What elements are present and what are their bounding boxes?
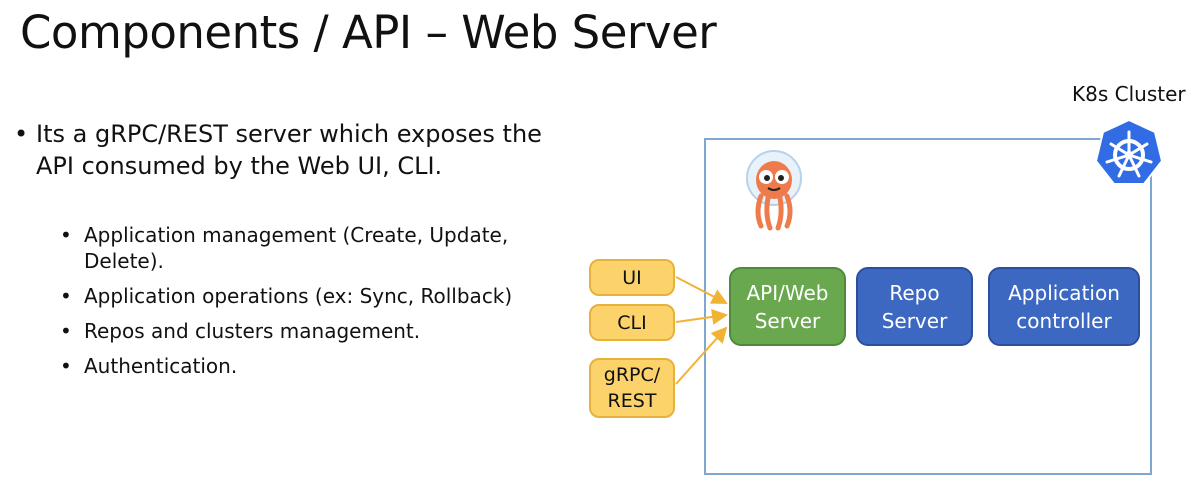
sub-bullet-line-1: Repos and clusters management. — [84, 319, 421, 343]
argo-mascot-icon — [746, 150, 802, 231]
cluster-label: K8s Cluster — [1072, 82, 1186, 106]
sub-bullet-line-1: Application management (Create, Update, — [84, 223, 509, 247]
component-label-line-1: Application — [1008, 280, 1120, 305]
client-ui: UI — [589, 259, 675, 296]
component-label-line-2: Server — [881, 308, 948, 333]
api-web-server-box: API/Web Server — [729, 267, 846, 346]
client-label: UI — [622, 266, 642, 289]
bullet-dot: • — [60, 223, 72, 247]
client-label-line-2: REST — [607, 390, 657, 412]
component-label-line-2: Server — [754, 308, 821, 333]
sub-bullet-line-2: Delete). — [84, 249, 164, 273]
application-controller-box: Application controller — [988, 267, 1140, 346]
sub-bullet-app-operations: • Application operations (ex: Sync, Roll… — [60, 283, 594, 309]
sub-bullet-app-management: • Application management (Create, Update… — [60, 222, 594, 274]
sub-bullet-authentication: • Authentication. — [60, 353, 594, 379]
client-cli: CLI — [589, 304, 675, 341]
component-label-line-2: controller — [1016, 308, 1112, 333]
main-bullet-line-2: API consumed by the Web UI, CLI. — [36, 152, 443, 180]
sub-bullet-repos-clusters: • Repos and clusters management. — [60, 318, 594, 344]
bullet-dot: • — [14, 120, 29, 148]
bullet-dot: • — [60, 284, 72, 308]
main-bullet: • Its a gRPC/REST server which exposes t… — [14, 118, 594, 182]
main-bullet-line-1: Its a gRPC/REST server which exposes the — [36, 120, 542, 148]
k8s-cluster-box — [704, 138, 1152, 475]
client-grpc-rest: gRPC/ REST — [589, 358, 675, 418]
sub-bullet-list: • Application management (Create, Update… — [14, 222, 594, 379]
sub-bullet-line-1: Application operations (ex: Sync, Rollba… — [84, 284, 513, 308]
bullet-dot: • — [60, 354, 72, 378]
kubernetes-logo-icon — [1094, 118, 1164, 185]
bullet-list: • Its a gRPC/REST server which exposes t… — [14, 118, 594, 388]
component-label-line-1: API/Web — [746, 280, 829, 305]
client-label: CLI — [617, 311, 647, 334]
slide-title: Components / API – Web Server — [20, 6, 717, 59]
client-label-line-1: gRPC/ — [603, 364, 661, 386]
sub-bullet-line-1: Authentication. — [84, 354, 238, 378]
repo-server-box: Repo Server — [856, 267, 973, 346]
component-label-line-1: Repo — [889, 280, 940, 305]
bullet-dot: • — [60, 319, 72, 343]
